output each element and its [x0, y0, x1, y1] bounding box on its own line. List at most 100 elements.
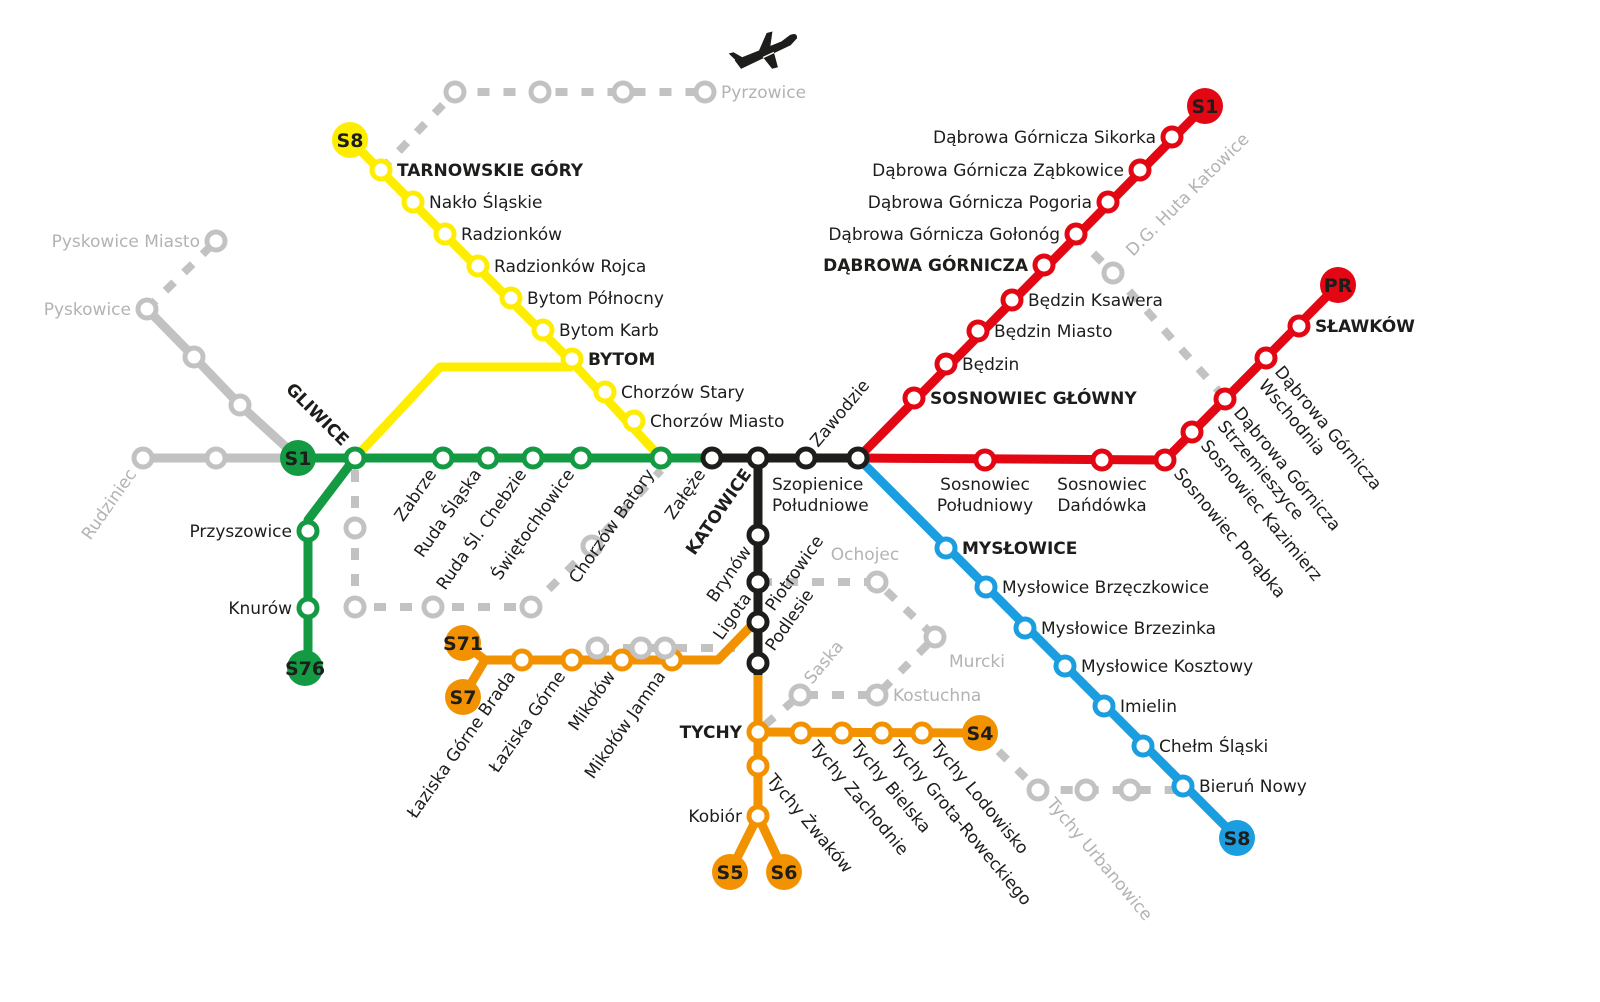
station-szopienice[interactable] — [846, 446, 870, 470]
station-marker[interactable] — [519, 595, 543, 619]
line-badge-s76[interactable]: S76 — [285, 650, 325, 686]
station-imielin[interactable] — [1092, 694, 1116, 718]
station-label-imielin: Imielin — [1120, 697, 1177, 717]
station-pyrzowice[interactable] — [693, 80, 717, 104]
line-badge-s8_north[interactable]: S8 — [332, 122, 368, 158]
station-myslowice[interactable] — [934, 536, 958, 560]
station-marker[interactable] — [1118, 778, 1142, 802]
station-marker[interactable] — [343, 595, 367, 619]
station-marker[interactable] — [585, 636, 609, 660]
station-sosnowiec[interactable] — [902, 386, 926, 410]
station-marker[interactable] — [182, 345, 206, 369]
station-tychy[interactable] — [746, 720, 770, 744]
station-bytom_karb[interactable] — [531, 318, 555, 342]
line-badge-s6[interactable]: S6 — [766, 854, 802, 890]
station-zachodnie[interactable] — [789, 721, 813, 745]
station-laziska[interactable] — [560, 648, 584, 672]
station-knurow[interactable] — [296, 596, 320, 620]
station-bedzin_miasto[interactable] — [966, 319, 990, 343]
station-dg_huta[interactable] — [1101, 261, 1125, 285]
station-ruda[interactable] — [476, 446, 500, 470]
station-kosztowy[interactable] — [1053, 654, 1077, 678]
station-dabrowa[interactable] — [1032, 253, 1056, 277]
station-bierun[interactable] — [1171, 774, 1195, 798]
station-marker[interactable] — [653, 636, 677, 660]
station-piotrowice[interactable] — [746, 570, 770, 594]
station-marker[interactable] — [204, 446, 228, 470]
line-badge-s4[interactable]: S4 — [962, 715, 998, 751]
station-slawkow[interactable] — [1287, 314, 1311, 338]
station-ochojec[interactable] — [865, 570, 889, 594]
station-ksawera[interactable] — [1000, 288, 1024, 312]
station-gliwice[interactable] — [343, 446, 367, 470]
station-sikorka[interactable] — [1160, 125, 1184, 149]
station-grota[interactable] — [870, 721, 894, 745]
station-lodowisko[interactable] — [910, 721, 934, 745]
station-marker[interactable] — [1074, 778, 1098, 802]
station-katowice[interactable] — [746, 446, 770, 470]
station-label-batory: Chorzów Batory — [565, 465, 659, 587]
line-badge-pr[interactable]: PR — [1320, 267, 1356, 303]
station-pyskowice_miasto[interactable] — [204, 229, 228, 253]
station-porabka[interactable] — [1153, 448, 1177, 472]
station-marker[interactable] — [746, 651, 770, 675]
station-kobior[interactable] — [746, 804, 770, 828]
station-marker[interactable] — [421, 595, 445, 619]
station-bielska[interactable] — [830, 721, 854, 745]
station-strzemieszyce[interactable] — [1213, 387, 1237, 411]
station-pyskowice[interactable] — [135, 297, 159, 321]
line-badge-s1_east[interactable]: S1 — [1187, 88, 1223, 124]
station-marker[interactable] — [443, 80, 467, 104]
station-wschodnia[interactable] — [1254, 346, 1278, 370]
station-saska[interactable] — [788, 683, 812, 707]
station-chorzow_stary[interactable] — [593, 380, 617, 404]
station-podlesie[interactable] — [746, 610, 770, 634]
station-label-bierun: Bieruń Nowy — [1199, 777, 1307, 797]
line-badge-s8_south[interactable]: S8 — [1219, 820, 1255, 856]
station-marker[interactable] — [228, 393, 252, 417]
station-marker[interactable] — [580, 534, 604, 558]
station-kazimierz[interactable] — [1180, 420, 1204, 444]
station-murcki[interactable] — [923, 625, 947, 649]
station-tarnowskie[interactable] — [369, 158, 393, 182]
station-label-ksawera: Będzin Ksawera — [1028, 291, 1163, 311]
station-marker[interactable] — [528, 80, 552, 104]
station-zabkowice[interactable] — [1128, 158, 1152, 182]
station-rojca[interactable] — [466, 254, 490, 278]
station-pogoria[interactable] — [1096, 190, 1120, 214]
line-badge-s7[interactable]: S7 — [445, 679, 481, 715]
station-chorzow_miasto[interactable] — [622, 409, 646, 433]
station-label-saska: Saska — [801, 637, 848, 688]
station-zwakow[interactable] — [746, 754, 770, 778]
station-swietochlowice[interactable] — [569, 446, 593, 470]
station-brzezinka[interactable] — [1013, 616, 1037, 640]
station-marker[interactable] — [343, 516, 367, 540]
line-badge-s1_west[interactable]: S1 — [280, 440, 316, 476]
station-urbanowice[interactable] — [1026, 778, 1050, 802]
station-mikolow[interactable] — [610, 648, 634, 672]
station-naklo[interactable] — [401, 190, 425, 214]
station-zaleze[interactable] — [700, 446, 724, 470]
station-marker[interactable] — [611, 80, 635, 104]
station-brada[interactable] — [510, 648, 534, 672]
station-marker[interactable] — [629, 636, 653, 660]
station-bedzin[interactable] — [934, 352, 958, 376]
station-chelm[interactable] — [1131, 734, 1155, 758]
station-bytom[interactable] — [560, 347, 584, 371]
line-badge-s71[interactable]: S71 — [443, 625, 483, 661]
station-radzionkow[interactable] — [433, 222, 457, 246]
station-batory[interactable] — [649, 446, 673, 470]
station-golonog[interactable] — [1064, 222, 1088, 246]
station-przyszowice[interactable] — [296, 519, 320, 543]
station-bytom_pn[interactable] — [499, 286, 523, 310]
station-brynow[interactable] — [746, 523, 770, 547]
station-brzeczkowice[interactable] — [974, 575, 998, 599]
station-rudziniec[interactable] — [131, 446, 155, 470]
station-dandowka[interactable] — [1090, 448, 1114, 472]
station-zawodzie[interactable] — [794, 446, 818, 470]
station-kostuchna[interactable] — [865, 683, 889, 707]
line-badge-s5[interactable]: S5 — [712, 854, 748, 890]
station-chebzie[interactable] — [521, 446, 545, 470]
station-poludniowy[interactable] — [973, 448, 997, 472]
station-zabrze[interactable] — [431, 446, 455, 470]
